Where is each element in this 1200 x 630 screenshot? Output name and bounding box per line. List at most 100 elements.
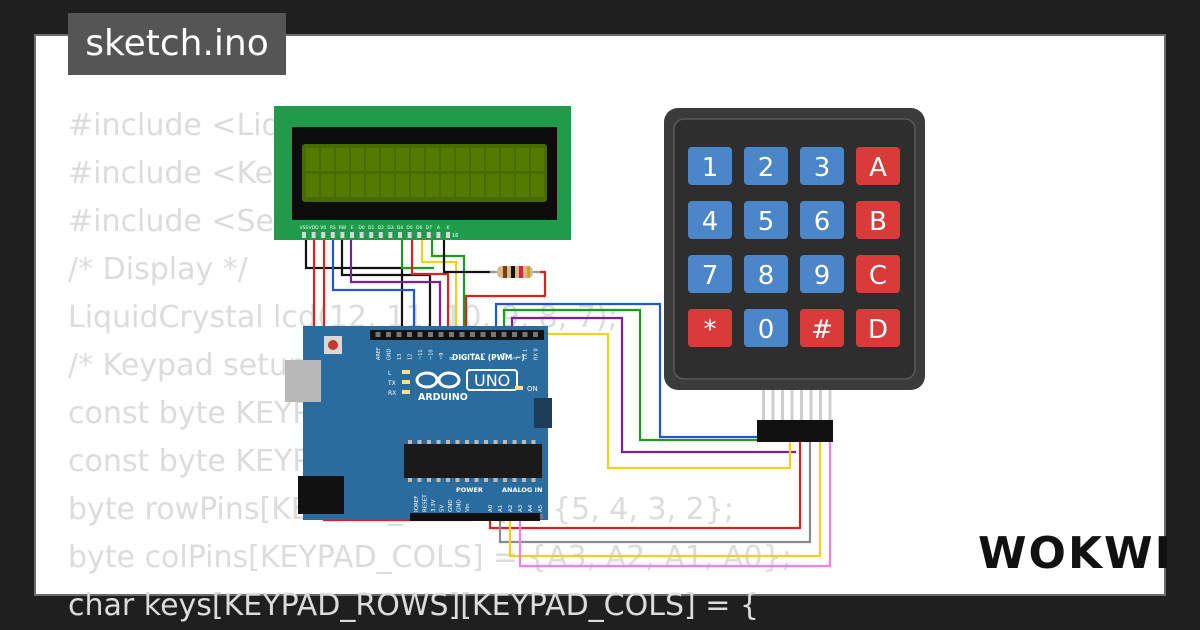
lcd-char-cell xyxy=(366,148,379,171)
editor-panel xyxy=(34,34,1166,596)
lcd-pin-label: D0 xyxy=(358,225,364,231)
lcd-pin-label: K xyxy=(447,225,451,231)
digital-pin-label: RX 0 xyxy=(534,348,540,360)
lcd-char-cell xyxy=(516,174,529,197)
keypad-key[interactable]: 4 xyxy=(688,201,732,239)
keypad-key-label: 1 xyxy=(702,153,719,183)
wire-black-rw xyxy=(340,234,432,330)
digital-pin[interactable] xyxy=(428,332,433,337)
wire-blue-rs xyxy=(331,234,416,330)
lcd-char-cell xyxy=(351,148,364,171)
arduino-logo-icon xyxy=(415,369,518,391)
digital-pin-label: AREF xyxy=(376,347,382,360)
keypad-key[interactable]: C xyxy=(856,255,900,293)
digital-pin[interactable] xyxy=(533,332,538,337)
keypad-key-label: 6 xyxy=(814,207,831,237)
lcd-char-cell xyxy=(486,148,499,171)
lcd-pin-label: D3 xyxy=(387,225,393,231)
analog-pin-label: A2 xyxy=(508,505,514,512)
keypad-key[interactable]: 0 xyxy=(744,309,788,347)
on-label: ON xyxy=(527,385,538,393)
digital-pin[interactable] xyxy=(417,332,423,337)
digital-pin[interactable] xyxy=(470,332,475,337)
digital-pin[interactable] xyxy=(449,332,454,337)
wire-purple-keypad xyxy=(510,316,796,454)
wire-black xyxy=(304,234,404,330)
lcd-char-cell xyxy=(486,174,499,197)
digital-pin[interactable] xyxy=(438,332,444,337)
digital-pin-label: ~10 xyxy=(429,349,435,360)
lcd-pin xyxy=(378,232,383,238)
status-led xyxy=(402,380,410,384)
keypad-key-label: C xyxy=(869,261,887,291)
digital-pin[interactable] xyxy=(512,332,517,337)
digital-pin-label: ~3 xyxy=(502,353,508,360)
digital-pin[interactable] xyxy=(491,332,496,337)
lcd-char-cell xyxy=(366,174,379,197)
keypad-key[interactable]: 1 xyxy=(688,147,732,185)
lcd-char-cell xyxy=(321,174,334,197)
lcd-char-cell xyxy=(531,174,544,197)
digital-header xyxy=(370,330,544,340)
digital-pin-label: ~5 xyxy=(481,353,487,360)
power-pin-label: IOREF xyxy=(414,496,420,512)
digital-pins xyxy=(375,332,538,337)
digital-pin[interactable] xyxy=(459,332,465,337)
digital-pin[interactable] xyxy=(386,332,391,337)
digital-pin[interactable] xyxy=(396,332,402,337)
keypad-key[interactable]: 7 xyxy=(688,255,732,293)
digital-pin-label: TX 1 xyxy=(523,349,529,361)
lcd-pin xyxy=(350,232,354,238)
lcd-pin-label: E xyxy=(351,225,354,231)
digital-pin[interactable] xyxy=(375,332,381,337)
lcd-pin-label: D6 xyxy=(416,225,422,231)
chip-icon xyxy=(404,444,542,478)
keypad-key[interactable]: 5 xyxy=(744,201,788,239)
lcd-char-cell xyxy=(336,174,349,197)
wokwi-logo: WOKWI xyxy=(978,528,1173,579)
keypad-key[interactable]: D xyxy=(856,309,900,347)
keypad-connector xyxy=(757,390,833,442)
digital-pin[interactable] xyxy=(522,332,528,337)
digital-pin-label: 2 xyxy=(513,357,519,360)
lcd-pin xyxy=(321,232,326,238)
keypad-key-label: D xyxy=(868,315,888,345)
resistor-icon[interactable] xyxy=(490,266,540,278)
analog-pin[interactable] xyxy=(538,514,543,519)
lcd-char-cell xyxy=(441,174,454,197)
code-editor[interactable]: #include <LiquidCrystal.h> #include <Key… xyxy=(68,102,792,630)
lcd-char-cell xyxy=(381,174,394,197)
lcd-char-cell xyxy=(471,174,484,197)
file-tab[interactable]: sketch.ino xyxy=(68,13,286,75)
digital-pin[interactable] xyxy=(480,332,486,337)
keypad-key-label: # xyxy=(811,315,833,345)
keypad-key[interactable]: A xyxy=(856,147,900,185)
keypad-key[interactable]: 6 xyxy=(800,201,844,239)
lcd-pin xyxy=(426,232,431,238)
analog-pin-label: A3 xyxy=(518,504,524,512)
power-pin-label: 5V xyxy=(440,505,446,512)
status-led xyxy=(402,390,410,394)
digital-pin-label: ~6 xyxy=(471,353,477,360)
lcd-pin-label: D5 xyxy=(406,225,412,231)
keypad-key-label: 8 xyxy=(758,261,775,291)
lcd-pin-label: D2 xyxy=(378,225,384,231)
analog-pin-label: A4 xyxy=(528,504,534,512)
keypad-key[interactable]: # xyxy=(800,309,844,347)
keypad-key[interactable]: 8 xyxy=(744,255,788,293)
digital-pin[interactable] xyxy=(407,332,412,337)
digital-pin[interactable] xyxy=(501,332,507,337)
keypad-key[interactable]: 9 xyxy=(800,255,844,293)
keypad-key[interactable]: 3 xyxy=(800,147,844,185)
digital-pin-label: ~11 xyxy=(418,349,424,360)
keypad-key[interactable]: B xyxy=(856,201,900,239)
keypad-key[interactable]: * xyxy=(688,309,732,347)
arduino-brand: ARDUINO xyxy=(418,392,468,403)
keypad-key[interactable]: 2 xyxy=(744,147,788,185)
lcd-char-cell xyxy=(411,148,424,171)
